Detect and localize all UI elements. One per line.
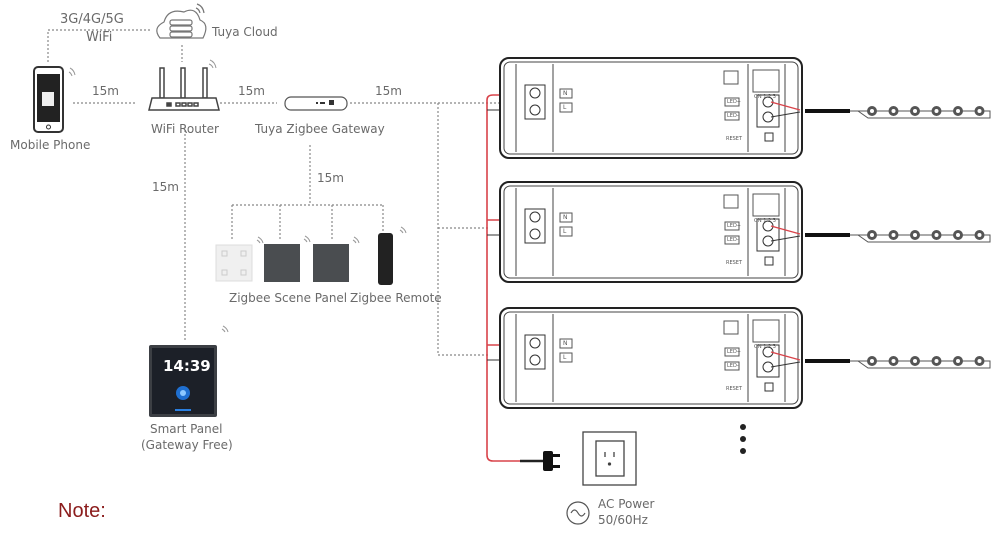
distance-router-gateway: 15m (238, 84, 265, 98)
smart-panel-label-2: (Gateway Free) (141, 438, 233, 452)
cloud-icon (156, 3, 207, 39)
driver-3-label: L (563, 354, 567, 361)
remote-label: Zigbee Remote (350, 291, 442, 305)
driver-2-label: RESET (726, 260, 743, 266)
driver-3-label: LED- (727, 363, 739, 369)
driver-3-label: RESET (726, 386, 743, 392)
signal-icons (221, 226, 407, 333)
cloud-label: Tuya Cloud (212, 25, 278, 39)
led-driver-1 (499, 57, 991, 159)
smart-panel-time: 14:39 (163, 357, 211, 375)
distance-router-panel: 15m (152, 180, 179, 194)
driver-2-label: LED- (727, 237, 739, 243)
network-label-2: WiFi (86, 30, 113, 45)
line-gateway-zigbee (231, 145, 384, 240)
zigbee-remote-icon (378, 233, 393, 285)
driver-2-label: ON 1 2 3 (754, 218, 776, 224)
distance-gateway-drivers: 15m (375, 84, 402, 98)
led-driver-2 (499, 181, 991, 283)
wifi-router-icon (148, 59, 220, 111)
zigbee-scene-panel-dark-2 (313, 244, 349, 282)
gateway-label: Tuya Zigbee Gateway (255, 122, 385, 136)
note-label: Note: (58, 500, 106, 522)
more-drivers-dots (740, 424, 746, 454)
wall-outlet-icon (582, 431, 637, 486)
mobile-phone-icon (33, 66, 76, 133)
driver-2-label: N (563, 214, 568, 221)
driver-2-label: LED+ (727, 223, 741, 229)
driver-1-label: L (563, 104, 567, 111)
phone-label: Mobile Phone (10, 138, 91, 152)
distance-gateway-zigbee: 15m (317, 171, 344, 185)
zigbee-scene-panel-white (215, 244, 253, 282)
zigbee-gateway-icon (284, 96, 348, 111)
network-label-1: 3G/4G/5G (60, 12, 124, 27)
smart-panel-icon (149, 345, 217, 417)
zigbee-scene-panel-dark-1 (264, 244, 300, 282)
router-label: WiFi Router (151, 122, 219, 136)
driver-1-label: RESET (726, 136, 743, 142)
connection-lines (47, 29, 500, 356)
driver-2-label: L (563, 228, 567, 235)
ac-power-label-2: 50/60Hz (598, 513, 648, 527)
ac-power-label-1: AC Power (598, 497, 655, 511)
led-driver-3 (499, 307, 991, 409)
line-phone-cloud (47, 29, 150, 62)
ac-symbol-icon (566, 501, 590, 525)
power-plug-icon (520, 451, 560, 471)
driver-3-label: ON 1 2 3 (754, 344, 776, 350)
scene-panel-label: Zigbee Scene Panel (229, 291, 348, 305)
driver-1-label: LED- (727, 113, 739, 119)
distance-phone-router: 15m (92, 84, 119, 98)
driver-3-label: N (563, 340, 568, 347)
driver-1-label: N (563, 90, 568, 97)
driver-3-label: LED+ (727, 349, 741, 355)
driver-1-label: ON 1 2 3 (754, 94, 776, 100)
driver-1-label: LED+ (727, 99, 741, 105)
smart-panel-label-1: Smart Panel (150, 422, 223, 436)
line-vertical-drivers (437, 103, 490, 356)
